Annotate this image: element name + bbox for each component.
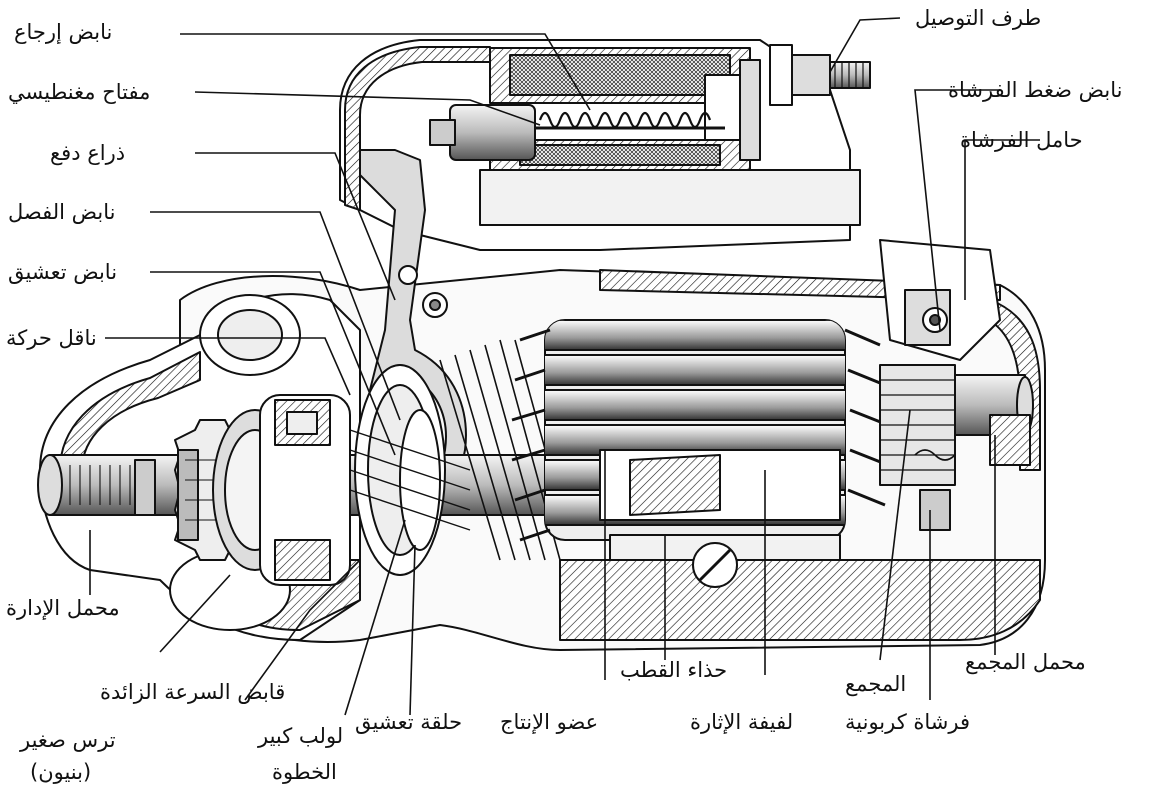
label-field-coil: لفيفة الإثارة <box>690 710 794 734</box>
commutator-end-bearing <box>954 374 1034 466</box>
label-armature: عضو الإنتاج <box>500 710 599 734</box>
engage-ring <box>349 364 471 576</box>
label-engage-ring: حلقة تعشيق <box>355 710 463 734</box>
label-carbon-brush: فرشاة كربونية <box>845 710 971 734</box>
leader-lines <box>89 17 1040 716</box>
overrun-clutch <box>212 394 351 586</box>
label-small-gear-note: (بنيون) <box>30 760 92 784</box>
label-return-spring: نابض إرجاع <box>14 20 113 44</box>
label-commutator: المجمع <box>845 672 907 696</box>
pole-shoe <box>599 449 841 588</box>
commutator <box>879 364 956 486</box>
label-magnetic-switch: مفتاح مغنطيسي <box>8 80 151 104</box>
label-brush-holder: حامل الفرشاة <box>960 128 1083 152</box>
label-overrun-clutch: قابض السرعة الزائدة <box>100 680 286 704</box>
label-terminal: طرف التوصيل <box>915 6 1042 30</box>
helical-spline <box>439 339 571 561</box>
label-large-pitch-screw: لولب كبير <box>258 724 344 748</box>
terminal-stud <box>769 44 871 106</box>
label-brush-pressure-spring: نابض ضغط الفرشاة <box>948 78 1123 102</box>
label-drive-bearing: محمل الإدارة <box>6 596 120 620</box>
label-push-lever: ذراع دفع <box>50 141 126 165</box>
label-motion-transmitter: ناقل حركة <box>6 326 97 350</box>
brush-holder <box>879 239 1001 531</box>
label-disengage-spring: نابض الفصل <box>8 200 116 224</box>
label-engage-spring: نابض تعشيق <box>8 260 118 284</box>
return-spring <box>535 111 725 130</box>
label-commutator-bearing: محمل المجمع <box>965 650 1086 674</box>
label-small-gear: ترس صغير <box>20 728 116 752</box>
solenoid-housing <box>339 39 861 251</box>
label-pole-shoe: حذاء القطب <box>620 658 728 682</box>
label-large-pitch-screw-2: الخطوة <box>272 760 337 784</box>
